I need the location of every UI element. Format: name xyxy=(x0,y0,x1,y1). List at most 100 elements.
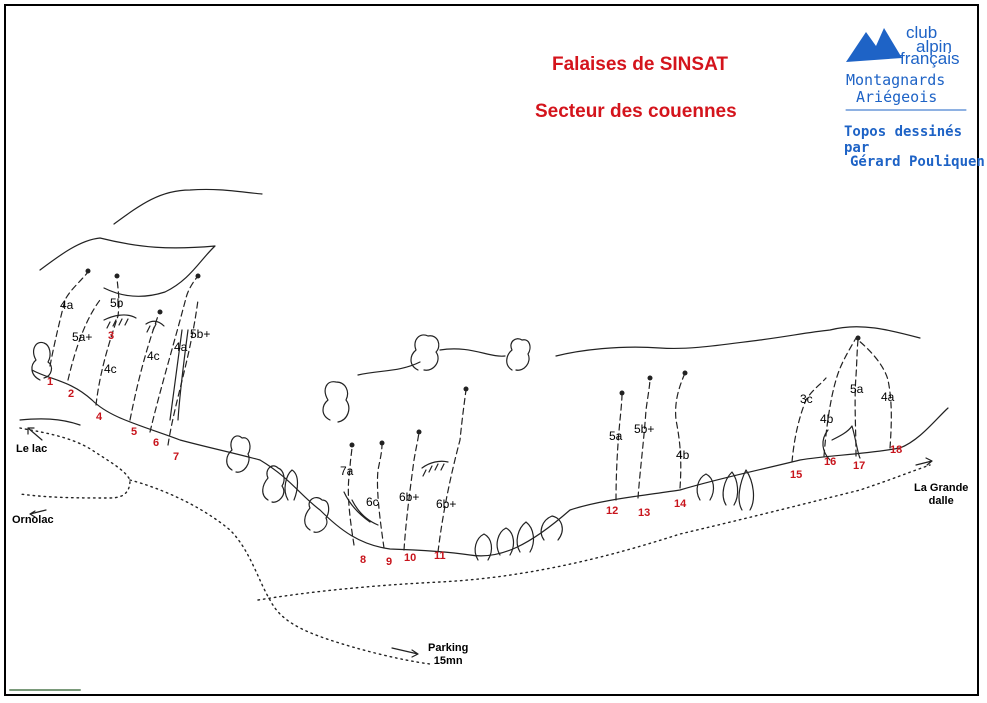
tree-group xyxy=(31,334,755,561)
page-title: Falaises de SINSAT xyxy=(552,54,728,75)
crack-line xyxy=(343,491,379,526)
route-number: 3 xyxy=(108,330,115,342)
route-number: 13 xyxy=(638,507,651,519)
crack-line xyxy=(169,329,189,421)
route-line xyxy=(437,389,467,553)
grade-label: 4c xyxy=(147,349,160,363)
place-parking: Parking 15mn xyxy=(428,642,468,668)
route-line xyxy=(347,445,355,546)
logo-mountain-icon xyxy=(846,28,902,62)
grade-label: 5a xyxy=(850,382,864,396)
logo-club-line1: club xyxy=(906,23,938,42)
route-line xyxy=(403,431,420,551)
tree-icon xyxy=(31,341,53,381)
logo-credit-line1: Topos dessinés par xyxy=(844,124,963,156)
route-number: 15 xyxy=(790,469,803,481)
grade-label: 4b xyxy=(820,412,834,426)
route-line xyxy=(857,339,892,449)
cliff-top-line xyxy=(357,348,506,376)
route-number: 12 xyxy=(606,505,619,517)
tree-icon xyxy=(262,465,285,503)
tree-icon xyxy=(516,521,535,553)
arrow-icon xyxy=(391,647,419,658)
page-subtitle: Secteur des couennes xyxy=(535,101,737,122)
tree-icon xyxy=(322,381,350,423)
cliff-base-path xyxy=(31,369,949,557)
cliff-top-line xyxy=(555,326,921,357)
grade-label: 4a xyxy=(881,390,895,404)
route-number: 5 xyxy=(131,426,138,438)
place-ornolac: Ornolac xyxy=(12,514,54,526)
grade-label: 5b+ xyxy=(190,327,211,341)
tree-icon xyxy=(738,469,755,511)
route-number: 9 xyxy=(386,556,393,568)
cliff-top-line xyxy=(39,237,216,297)
logo-club-line2: alpin xyxy=(916,37,952,56)
logo-club-line3: français xyxy=(900,49,960,68)
grade-label: 7a xyxy=(340,464,354,478)
place-parking-line1: Parking xyxy=(428,642,469,654)
trail-dotted xyxy=(19,427,131,499)
tree-icon xyxy=(506,338,531,371)
grade-label: 6b+ xyxy=(436,497,457,511)
route-line xyxy=(167,299,199,446)
route-number: 6 xyxy=(153,437,160,449)
place-parking-line2: 15mn xyxy=(433,655,463,667)
crack-line xyxy=(831,425,861,459)
trail-dotted xyxy=(129,479,431,665)
place-grande-dalle: La Grande dalle xyxy=(914,482,968,508)
route-number: 2 xyxy=(68,388,75,400)
route-number: 4 xyxy=(96,411,103,423)
arrow-icon xyxy=(27,427,43,441)
tree-icon xyxy=(474,533,493,561)
tree-icon xyxy=(226,435,251,473)
route-line xyxy=(675,372,686,489)
tree-icon xyxy=(540,515,563,541)
arrow-icon xyxy=(29,509,47,518)
tree-icon xyxy=(304,496,330,533)
grade-label: 3c xyxy=(800,392,813,406)
place-grande-line1: La Grande xyxy=(914,482,969,494)
arrow-icon xyxy=(915,457,933,466)
logo-org-line1: Montagnards xyxy=(846,71,946,89)
page-frame xyxy=(4,4,979,696)
tree-icon xyxy=(696,473,715,501)
overhang xyxy=(145,320,165,333)
crack-line xyxy=(822,429,831,461)
tree-icon xyxy=(496,527,515,556)
route-number: 11 xyxy=(434,550,446,562)
route-number: 14 xyxy=(674,498,687,510)
route-number: 8 xyxy=(360,554,367,566)
grade-label: 5b xyxy=(110,296,124,310)
logo-org-line2: Ariégeois xyxy=(856,88,938,106)
grade-label: 6b+ xyxy=(399,490,420,504)
route-line xyxy=(129,315,159,421)
route-line xyxy=(95,277,120,406)
tree-icon xyxy=(284,469,299,501)
route-line xyxy=(615,393,623,501)
place-le-lac: Le lac xyxy=(16,443,48,455)
route-number: 16 xyxy=(824,456,837,468)
route-line xyxy=(637,377,651,499)
grade-label: 4b xyxy=(676,448,690,462)
grade-label: 5a+ xyxy=(72,330,93,344)
grade-label: 4a xyxy=(60,298,74,312)
route-number: 10 xyxy=(404,552,417,564)
overhang xyxy=(421,460,449,477)
trail-dotted xyxy=(257,464,931,601)
route-line xyxy=(149,275,199,433)
overhang xyxy=(103,314,137,329)
grade-label: 5b+ xyxy=(634,422,655,436)
route-line xyxy=(67,299,101,381)
crack-line xyxy=(19,418,81,426)
cliff-top-line xyxy=(113,188,263,225)
grade-label: 4a xyxy=(174,340,188,354)
route-line xyxy=(791,377,827,463)
tree-icon xyxy=(722,471,739,506)
route-line xyxy=(49,271,89,367)
route-number: 18 xyxy=(890,444,903,456)
tree-icon xyxy=(410,334,440,371)
place-grande-line2: dalle xyxy=(928,495,954,507)
logo-credit-line2: Gérard Pouliquen xyxy=(850,154,985,170)
